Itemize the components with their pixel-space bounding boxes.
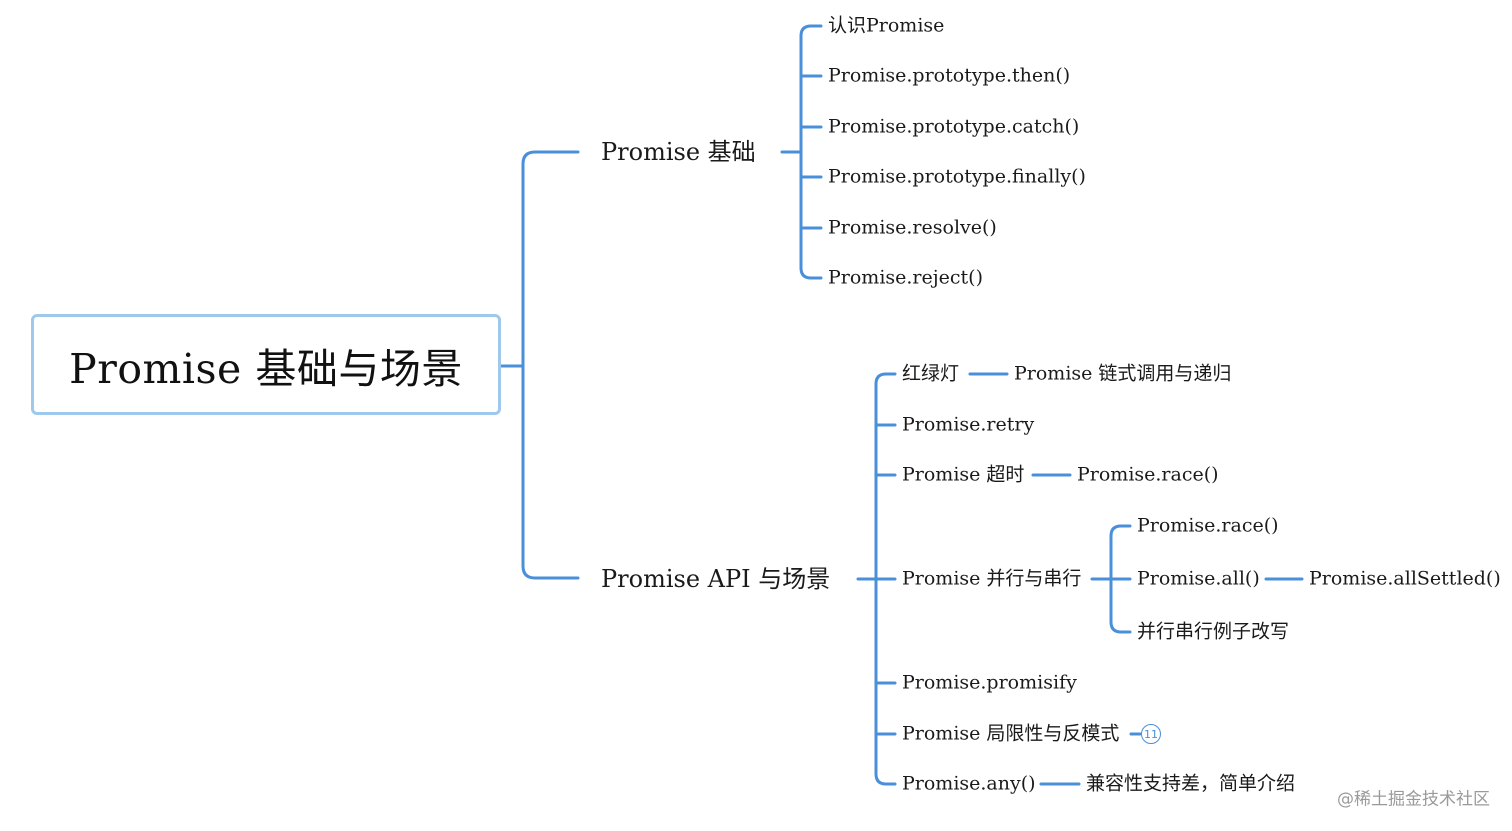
parallel-rewrite[interactable]: 并行串行例子改写 [1137, 620, 1290, 643]
root-title: Promise 基础与场景 [69, 344, 463, 393]
api-promisify[interactable]: Promise.promisify [902, 671, 1077, 694]
any-child[interactable]: 兼容性支持差，简单介绍 [1086, 772, 1296, 795]
api-traffic-light[interactable]: 红绿灯 [902, 362, 960, 385]
collapsed-count-badge[interactable]: 11 [1141, 724, 1161, 744]
basics-item[interactable]: Promise.prototype.then() [828, 64, 1071, 87]
parallel-race[interactable]: Promise.race() [1137, 514, 1279, 537]
api-retry[interactable]: Promise.retry [902, 413, 1035, 436]
api-limits[interactable]: Promise 局限性与反模式 [902, 722, 1120, 745]
traffic-light-child[interactable]: Promise 链式调用与递归 [1014, 362, 1232, 385]
api-timeout[interactable]: Promise 超时 [902, 463, 1025, 486]
basics-item[interactable]: Promise.reject() [828, 266, 983, 289]
basics-item[interactable]: Promise.prototype.catch() [828, 115, 1080, 138]
branch-api-scenarios[interactable]: Promise API 与场景 [601, 565, 831, 593]
basics-item[interactable]: Promise.resolve() [828, 216, 997, 239]
parallel-all[interactable]: Promise.all() [1137, 567, 1260, 590]
parallel-all-settled[interactable]: Promise.allSettled() [1309, 567, 1501, 590]
api-parallel-serial[interactable]: Promise 并行与串行 [902, 567, 1082, 590]
connector-root-bracket [521, 150, 580, 580]
branch-basics[interactable]: Promise 基础 [601, 138, 756, 166]
root-node[interactable]: Promise 基础与场景 [31, 314, 501, 415]
basics-item[interactable]: Promise.prototype.finally() [828, 165, 1086, 188]
timeout-child[interactable]: Promise.race() [1077, 463, 1219, 486]
connector-basics-bracket [799, 24, 823, 280]
basics-item[interactable]: 认识Promise [828, 14, 945, 37]
watermark: @稀土掘金技术社区 [1337, 789, 1490, 810]
api-any[interactable]: Promise.any() [902, 772, 1036, 795]
